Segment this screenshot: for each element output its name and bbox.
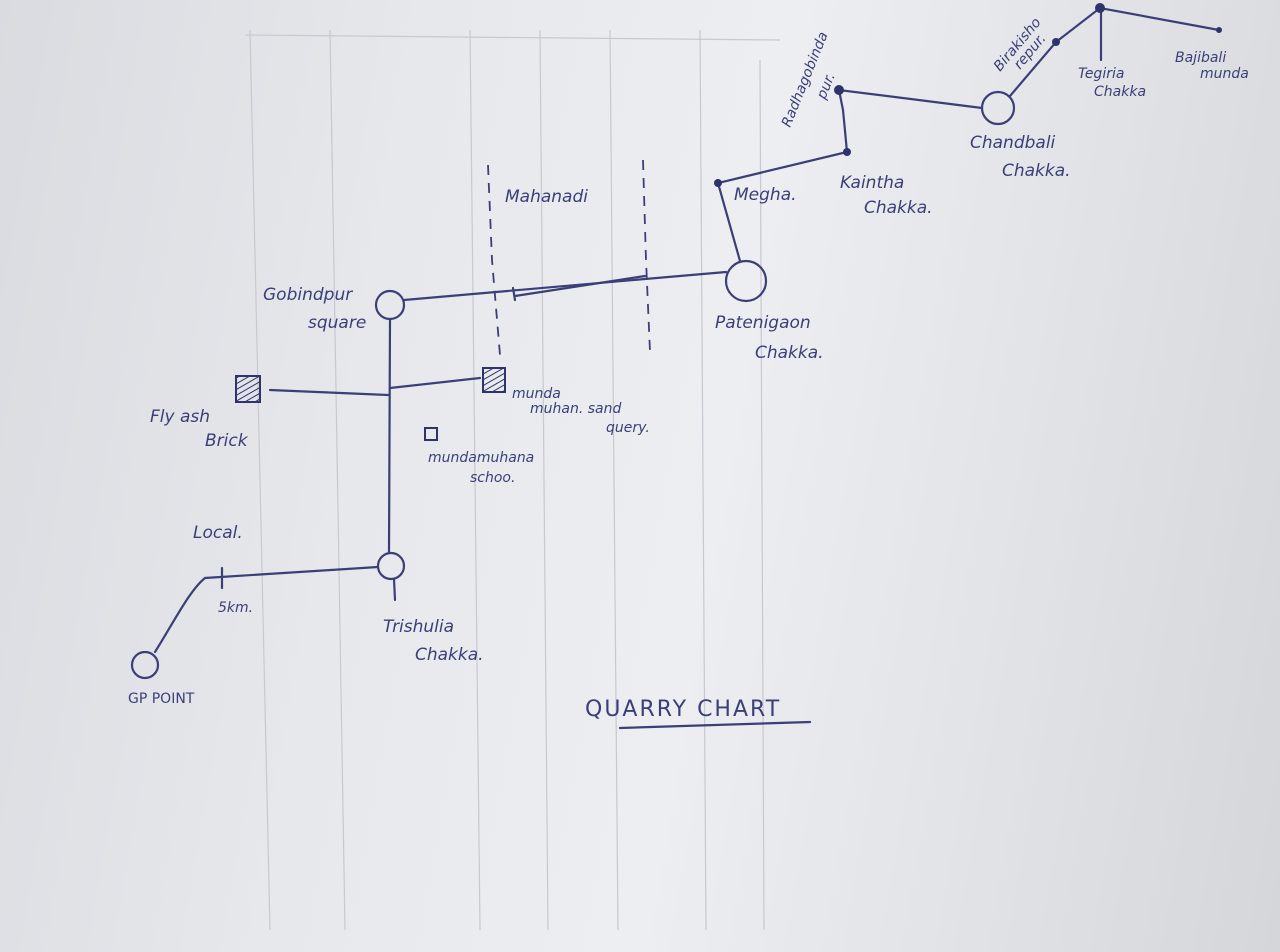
megha-dot [714, 179, 722, 187]
label-tegiria: Tegiria [1078, 66, 1124, 82]
road-trishulia-gp [153, 565, 397, 654]
chandbali-junction [980, 90, 1016, 126]
label-patenigaon-2: Chakka. [755, 343, 824, 363]
label-chandbali: Chandbali [970, 133, 1056, 153]
trishulia-junction [376, 551, 406, 581]
road-chandbali-bajibali [1008, 6, 1221, 98]
label-sand-quarry-2: muhan. sand [530, 401, 621, 417]
label-sand-quarry-3: query. [606, 420, 650, 436]
school-marker [424, 427, 438, 441]
label-school: mundamuhana [428, 450, 534, 466]
road-branch-quarries [268, 376, 482, 397]
label-megha: Megha. [734, 185, 797, 205]
label-tegiria-2: Chakka [1094, 84, 1146, 100]
road-gobindpur-trishulia [387, 317, 392, 555]
title-underline [618, 720, 812, 730]
road-patenigaon-chandbali [716, 88, 984, 263]
label-bajibali-2: munda [1200, 66, 1249, 82]
label-gobindpur: Gobindpur [263, 285, 353, 305]
birakishorepur-dot [1052, 38, 1060, 46]
radhagobindapur-dot [834, 85, 844, 95]
patenigaon-junction [724, 259, 768, 303]
gobindpur-junction [374, 289, 406, 321]
label-trishulia-2: Chakka. [415, 645, 484, 665]
label-kaintha-2: Chakka. [864, 198, 933, 218]
label-school-2: schoo. [470, 470, 515, 486]
gp-point-marker [130, 650, 160, 680]
label-fly-ash-2: Brick [205, 431, 249, 451]
label-radhagobindapur-2: pur. [813, 71, 838, 103]
label-distance: 5km. [218, 600, 253, 616]
label-gp-point: GP POINT [128, 691, 195, 707]
label-gobindpur-2: square [308, 313, 366, 333]
label-local-road: Local. [193, 523, 243, 543]
river-bank-west [487, 164, 501, 356]
tegiria-dot [1095, 3, 1105, 13]
paper-show-through-grid [244, 29, 781, 931]
label-trishulia: Trishulia [383, 617, 454, 637]
label-patenigaon: Patenigaon [715, 313, 811, 333]
label-bajibali: Bajibali [1175, 50, 1226, 66]
label-sand-quarry: munda [512, 386, 561, 402]
label-chandbali-2: Chakka. [1002, 161, 1071, 181]
label-fly-ash: Fly ash [150, 407, 210, 427]
label-kaintha: Kaintha [840, 173, 904, 193]
bajibali-dot [1216, 27, 1222, 33]
river-bank-east [642, 159, 651, 353]
sand-quarry-marker [482, 367, 506, 393]
river-label: Mahanadi [505, 187, 588, 207]
fly-ash-brick-marker [235, 375, 261, 403]
map-title: QUARRY CHART [585, 697, 781, 722]
bridge [511, 274, 647, 302]
kaintha-dot [843, 148, 851, 156]
road-gobindpur-patenigaon [402, 270, 728, 302]
